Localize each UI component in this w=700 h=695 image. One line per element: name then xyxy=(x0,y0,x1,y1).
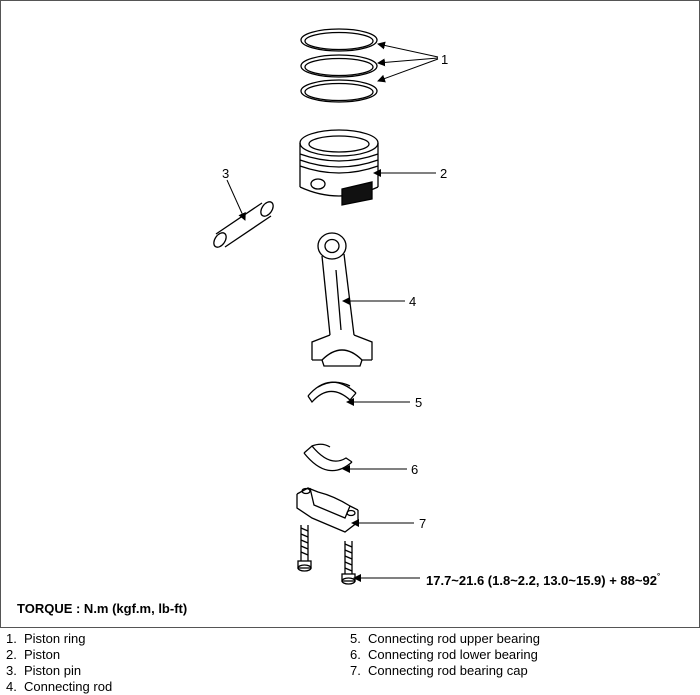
piston-pin xyxy=(213,201,274,248)
legend-text: Connecting rod xyxy=(24,679,113,694)
legend-item: 2. Piston xyxy=(6,647,112,663)
lower-bearing xyxy=(303,443,353,472)
legend-number: 5. xyxy=(350,631,361,646)
connecting-rod xyxy=(311,232,373,367)
piston-ring-2 xyxy=(300,54,378,78)
legend-item: 7. Connecting rod bearing cap xyxy=(350,663,540,679)
callout-5: 5 xyxy=(415,395,423,410)
legend-item: 3. Piston pin xyxy=(6,663,112,679)
legend-text: Piston ring xyxy=(24,631,86,646)
legend-item: 4. Connecting rod xyxy=(6,679,112,695)
callout-1: 1 xyxy=(441,52,449,67)
parts-legend-left: 1. Piston ring 2. Piston 3. Piston pin 4. Co… xyxy=(6,631,112,695)
legend-item: 1. Piston ring xyxy=(6,631,112,647)
legend-number: 2. xyxy=(6,647,17,662)
bearing-cap xyxy=(296,487,359,533)
legend-number: 7. xyxy=(350,663,361,678)
torque-spec-value: 17.7~21.6 (1.8~2.2, 13.0~15.9) + 88~92° xyxy=(426,572,660,588)
callout-2: 2 xyxy=(440,166,448,181)
piston-ring-3 xyxy=(300,79,378,103)
piston xyxy=(299,129,379,206)
callout-3: 3 xyxy=(222,166,230,181)
legend-text: Connecting rod upper bearing xyxy=(368,631,541,646)
degree-symbol: ° xyxy=(656,572,661,581)
callout-4: 4 xyxy=(409,294,417,309)
legend-text: Connecting rod lower bearing xyxy=(368,647,538,662)
cap-bolt-left xyxy=(297,525,312,572)
torque-units-label: TORQUE : N.m (kgf.m, lb-ft) xyxy=(17,601,188,616)
piston-ring-1 xyxy=(300,28,378,52)
diagram-frame xyxy=(0,0,700,628)
legend-item: 6. Connecting rod lower bearing xyxy=(350,647,540,663)
legend-number: 4. xyxy=(6,679,17,694)
legend-text: Piston pin xyxy=(24,663,82,678)
cap-bolt-right xyxy=(341,541,356,585)
legend-number: 3. xyxy=(6,663,17,678)
torque-value-text: 17.7~21.6 (1.8~2.2, 13.0~15.9) + 88~92 xyxy=(426,573,657,588)
callout-6: 6 xyxy=(411,462,419,477)
callout-7: 7 xyxy=(419,516,427,531)
legend-number: 1. xyxy=(6,631,17,646)
legend-number: 6. xyxy=(350,647,361,662)
upper-bearing xyxy=(307,381,357,404)
exploded-parts-drawing xyxy=(213,28,439,585)
legend-text: Piston xyxy=(24,647,61,662)
parts-legend-right: 5. Connecting rod upper bearing 6. Connect… xyxy=(350,631,540,679)
legend-text: Connecting rod bearing cap xyxy=(368,663,528,678)
legend-item: 5. Connecting rod upper bearing xyxy=(350,631,540,647)
